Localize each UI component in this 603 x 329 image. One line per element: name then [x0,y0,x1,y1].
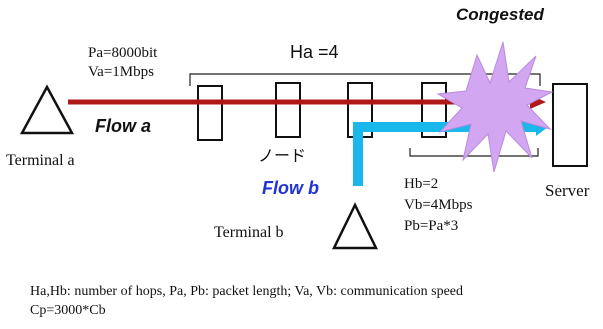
flow-a-packet-length: Pa=8000bit [88,45,158,61]
hops-b-bracket [409,148,539,157]
flow-b-label: Flow b [262,178,319,198]
node-label: ノード [258,148,307,165]
terminal-a-icon [19,84,75,135]
legend-line-1: Ha,Hb: number of hops, Pa, Pb: packet le… [30,284,464,299]
flow-a-label: Flow a [95,116,152,136]
flow-a-speed: Va=1Mbps [88,64,154,80]
terminal-b-label: Terminal b [214,224,284,241]
congestion-burst-icon [436,41,554,173]
hops-a-bracket [189,73,541,86]
terminal-b-icon [331,202,379,250]
router-node-2 [275,82,301,138]
flow-a-hops: Ha =4 [290,42,339,62]
server-icon [552,83,588,167]
legend-line-2: Cp=3000*Cb [30,303,106,318]
server-label: Server [545,181,590,200]
flow-b-hops: Hb=2 [404,176,439,192]
flow-b-speed: Vb=4Mbps [404,197,473,213]
router-node-1 [197,85,223,141]
flow-b-packet-length: Pb=Pa*3 [404,218,459,234]
congested-label: Congested [456,5,544,24]
terminal-a-label: Terminal a [6,152,75,169]
